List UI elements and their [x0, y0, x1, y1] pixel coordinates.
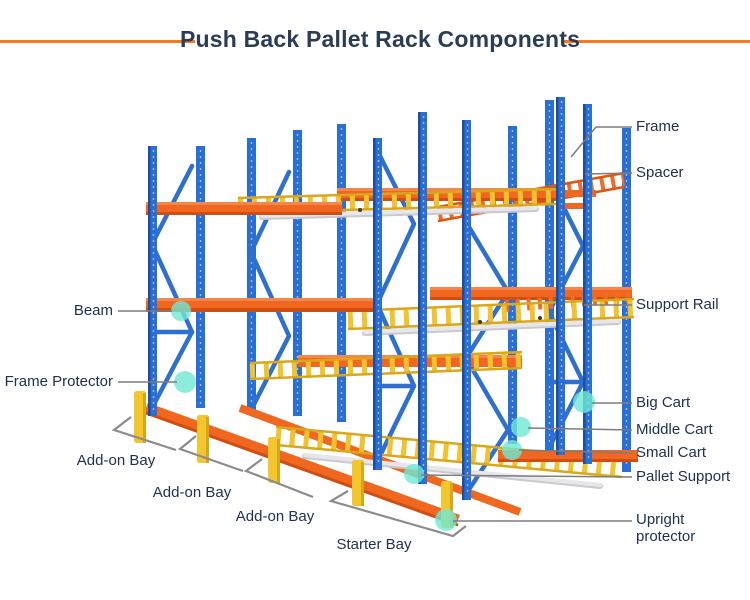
- bay-brackets: [111, 416, 467, 538]
- label-middle-cart: Middle Cart: [636, 421, 713, 438]
- leader-pallet-support: [420, 474, 633, 478]
- label-frame: Frame: [636, 118, 680, 135]
- rack-lower-mid-tier: [249, 350, 523, 381]
- leader-frame: [570, 126, 632, 158]
- label-spacer: Spacer: [636, 164, 684, 181]
- label-pallet-support: Pallet Support: [636, 468, 731, 485]
- label-small-cart: Small Cart: [636, 444, 707, 461]
- highlight-dots: [171, 301, 595, 531]
- page-title: Push Back Pallet Rack Components: [180, 26, 581, 52]
- guard-posts: [134, 391, 453, 528]
- bracket-addon-bay-2: [177, 435, 244, 473]
- highlight-upright-protector: [435, 509, 457, 531]
- leader-spacer: [584, 172, 633, 175]
- label-addon-bay-2: Add-on Bay: [152, 484, 232, 501]
- label-starter-bay: Starter Bay: [336, 536, 412, 553]
- bracket-addon-bay-1: [111, 416, 177, 452]
- label-frame-protector: Frame Protector: [4, 373, 113, 390]
- highlight-frame-protector: [174, 371, 196, 393]
- highlight-middle-cart: [511, 417, 531, 437]
- highlight-small-cart: [502, 440, 522, 460]
- title-rule-left: [0, 40, 195, 43]
- highlight-pallet-support: [404, 464, 424, 484]
- bracket-starter-bay: [328, 490, 467, 538]
- rack-front-uprights: [148, 97, 592, 500]
- label-big-cart: Big Cart: [636, 394, 691, 411]
- label-beam: Beam: [73, 302, 113, 319]
- leader-small-cart: [518, 449, 633, 454]
- bracket-addon-bay-3: [243, 458, 314, 499]
- label-upright-protector: Upright protector: [636, 511, 696, 545]
- rack-top-tier: [146, 187, 561, 220]
- leader-middle-cart: [527, 427, 633, 431]
- highlight-beam: [171, 301, 191, 321]
- highlight-big-cart: [573, 391, 595, 413]
- label-addon-bay-1: Add-on Bay: [76, 452, 156, 469]
- title-rule-right: [563, 40, 750, 43]
- label-addon-bay-3: Add-on Bay: [235, 508, 315, 525]
- label-support-rail: Support Rail: [636, 296, 719, 313]
- leader-lines: [118, 126, 633, 522]
